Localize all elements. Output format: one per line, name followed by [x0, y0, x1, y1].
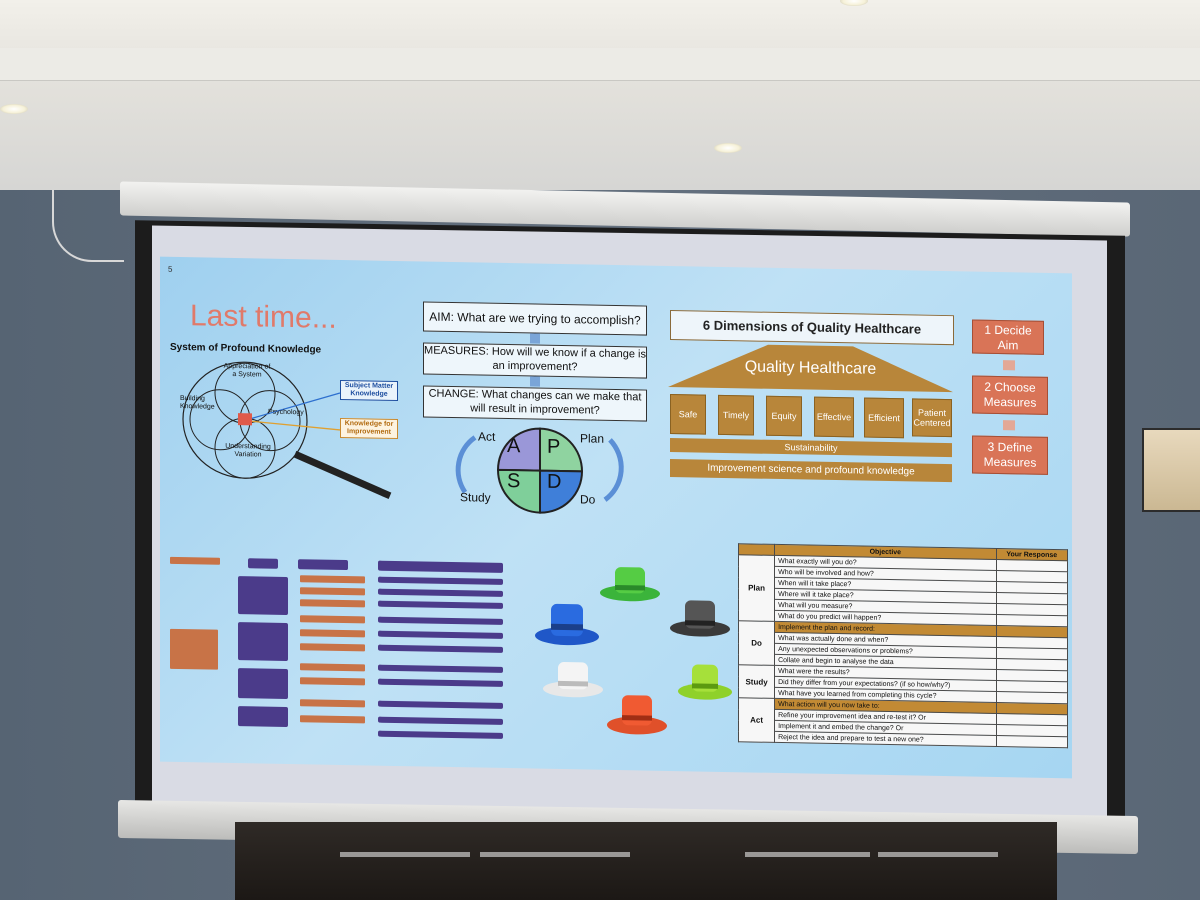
driver-header	[298, 559, 348, 571]
driver-cause	[300, 587, 365, 596]
cycle-a: A	[507, 435, 521, 458]
section-do: Do	[738, 620, 775, 666]
spk-subject-matter: Subject Matter Knowledge	[340, 379, 398, 402]
quality-foundation: Improvement science and profound knowled…	[670, 458, 952, 483]
cycle-s: S	[507, 470, 521, 493]
cycle-do-label: Do	[580, 492, 596, 507]
response-cell[interactable]	[996, 735, 1068, 748]
down-arrow-icon	[1003, 360, 1015, 371]
ceiling-bulkhead	[0, 48, 1200, 81]
yellow-hat-icon	[678, 664, 732, 700]
spk-psychology: Psychology	[268, 408, 304, 417]
driver-cause	[300, 643, 365, 652]
ceiling-light-center	[714, 143, 742, 153]
driver-header	[378, 560, 503, 573]
driver-action	[378, 644, 503, 653]
section-study: Study	[738, 664, 775, 699]
spk-building: Building Knowledge	[180, 395, 215, 411]
driver-secondary	[238, 622, 288, 661]
aim-box: AIM: What are we trying to accomplish?	[423, 301, 647, 336]
driver-cause	[300, 677, 365, 686]
down-arrow-icon	[530, 333, 540, 344]
ceiling-light-left	[0, 104, 28, 114]
driver-cause	[300, 699, 365, 708]
power-cable	[52, 190, 124, 262]
down-arrow-icon	[530, 376, 540, 387]
driver-primary	[170, 628, 218, 670]
cabinet-handle	[340, 852, 470, 857]
driver-action	[378, 630, 503, 639]
pillar-equity: Equity	[766, 395, 802, 437]
cabinet	[235, 822, 1057, 900]
slide-title: Last time...	[190, 299, 337, 335]
driver-action	[378, 716, 503, 725]
red-hat-icon	[607, 695, 667, 735]
driver-diagram	[168, 556, 513, 745]
driver-action	[378, 730, 503, 739]
six-thinking-hats	[535, 567, 732, 735]
driver-cause	[300, 575, 365, 584]
wall-lamp	[1142, 428, 1200, 512]
driver-cause	[300, 629, 365, 638]
blue-hat-icon	[535, 603, 599, 646]
quality-heading: 6 Dimensions of Quality Healthcare	[670, 309, 954, 346]
driver-header	[248, 558, 278, 569]
driver-action	[378, 588, 503, 597]
driver-secondary	[238, 576, 288, 615]
white-hat-icon	[543, 662, 603, 698]
slide: 5 Last time... System of Profound Knowle…	[160, 256, 1072, 779]
driver-action	[378, 576, 503, 585]
driver-action	[378, 700, 503, 709]
pillar-effective: Effective	[814, 396, 854, 438]
slide-number: 5	[168, 264, 173, 274]
driver-action	[378, 678, 503, 687]
cabinet-handle	[480, 852, 630, 857]
spk-understanding: Understanding Variation	[225, 442, 271, 459]
driver-header	[170, 556, 220, 565]
spk-knowledge-improvement: Knowledge for Improvement	[340, 417, 398, 440]
driver-secondary	[238, 706, 288, 727]
pillar-patient-centered: Patient Centered	[912, 398, 952, 438]
sustainability-arrow: Sustainability	[670, 437, 952, 458]
cycle-act-label: Act	[478, 429, 496, 444]
cycle-d: D	[547, 470, 562, 494]
down-arrow-icon	[1003, 420, 1015, 431]
ceiling	[0, 0, 1200, 190]
cycle-plan-label: Plan	[580, 431, 605, 446]
spk-diagram	[182, 361, 392, 500]
spk-appreciation: Appreciation of a System	[223, 362, 271, 379]
pillar-efficient: Efficient	[864, 397, 904, 439]
step-choose-measures: 2 Choose Measures	[972, 375, 1048, 415]
driver-secondary	[238, 668, 288, 699]
driver-cause	[300, 599, 365, 608]
step-decide-aim: 1 Decide Aim	[972, 319, 1044, 355]
driver-action	[378, 664, 503, 673]
cycle-p: P	[547, 435, 561, 458]
quality-roof	[668, 344, 953, 393]
cycle-study-label: Study	[460, 490, 491, 505]
pdsa-cycle	[455, 427, 624, 514]
section-plan: Plan	[738, 554, 775, 622]
driver-cause	[300, 663, 365, 672]
pillar-safe: Safe	[670, 393, 706, 435]
green-hat-icon	[600, 567, 660, 602]
pdsa-table: Objective Your Response Plan What exactl…	[738, 543, 1068, 748]
driver-action	[378, 600, 503, 609]
driver-cause	[300, 715, 365, 724]
driver-cause	[300, 615, 365, 624]
cabinet-handle	[878, 852, 998, 857]
driver-action	[378, 616, 503, 625]
measures-box: MEASURES: How will we know if a change i…	[423, 342, 647, 379]
ceiling-light-top	[840, 0, 868, 6]
spk-heading: System of Profound Knowledge	[170, 341, 322, 356]
black-hat-icon	[670, 600, 730, 637]
section-act: Act	[738, 697, 775, 743]
step-define-measures: 3 Define Measures	[972, 435, 1048, 475]
table-corner	[738, 543, 775, 556]
pillar-timely: Timely	[718, 394, 754, 436]
cabinet-handle	[745, 852, 870, 857]
